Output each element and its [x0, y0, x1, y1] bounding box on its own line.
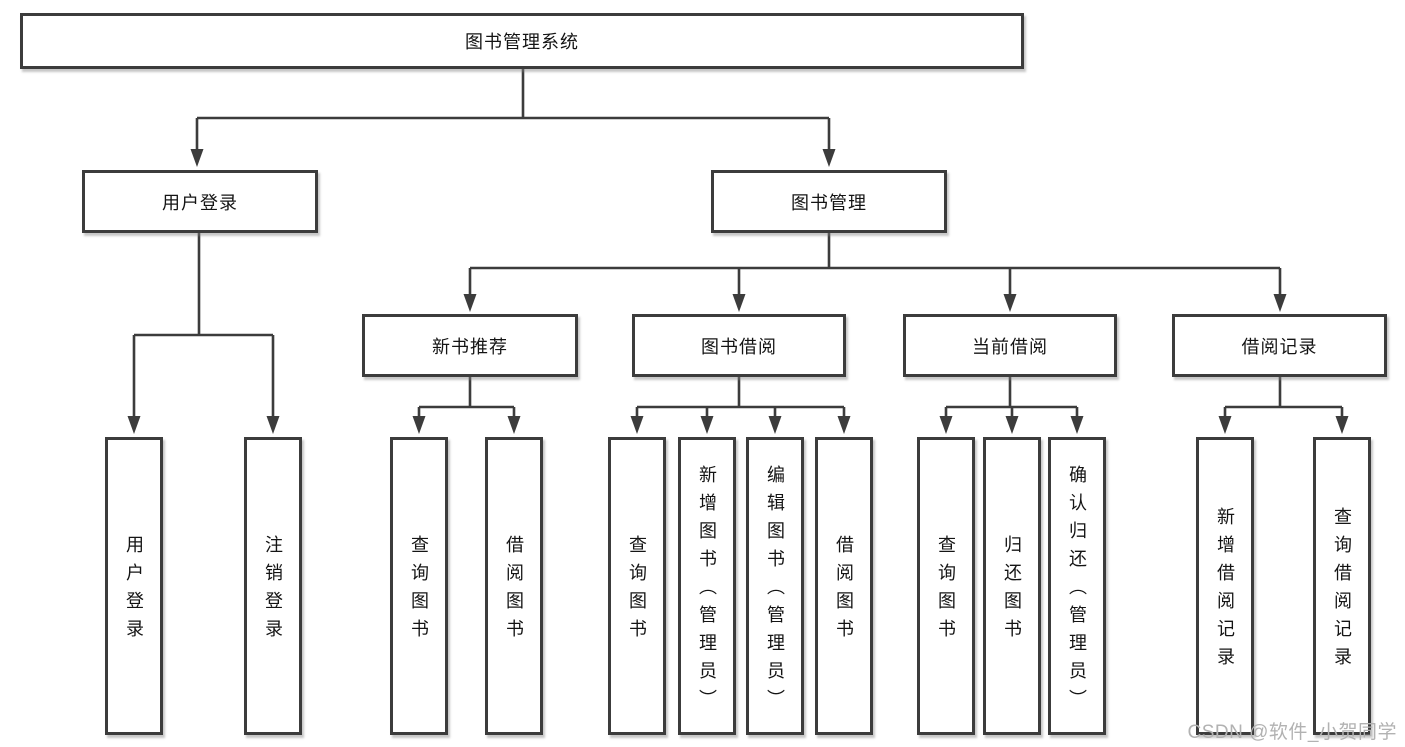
watermark-text: CSDN @软件_小贺同学: [1187, 722, 1397, 743]
connector-current-borrow-to-leaves: [944, 377, 1079, 418]
arrowheads: [127, 149, 1349, 434]
node-query-borrow-record: 查询借阅记录: [1313, 437, 1371, 735]
node-logout-action: 注销登录: [244, 437, 302, 735]
connector-book-management-to-level3: [468, 233, 1282, 296]
node-current-borrow: 当前借阅: [903, 314, 1117, 377]
connector-user-login-to-leaves: [132, 233, 275, 418]
node-borrow-books-action: 借阅图书: [815, 437, 873, 735]
node-confirm-return-admin: 确认归还（管理员）: [1048, 437, 1106, 735]
node-book-management: 图书管理: [711, 170, 947, 233]
node-user-login-action: 用户登录: [105, 437, 163, 735]
node-edit-book-admin: 编辑图书（管理员）: [746, 437, 804, 735]
node-add-borrow-record: 新增借阅记录: [1196, 437, 1254, 735]
node-borrow-records: 借阅记录: [1172, 314, 1387, 377]
connector-new-book-recommend-to-leaves: [417, 377, 516, 418]
node-add-book-admin: 新增图书（管理员）: [678, 437, 736, 735]
node-root: 图书管理系统: [20, 13, 1024, 69]
node-query-books-current: 查询图书: [917, 437, 975, 735]
node-query-books-borrow: 查询图书: [608, 437, 666, 735]
node-new-book-recommend: 新书推荐: [362, 314, 578, 377]
connector-root-to-level2: [195, 69, 831, 151]
node-book-borrow: 图书借阅: [632, 314, 846, 377]
connector-book-borrow-to-leaves: [635, 377, 846, 418]
connector-borrow-records-to-leaves: [1223, 377, 1344, 418]
node-query-books-recommend: 查询图书: [390, 437, 448, 735]
node-user-login: 用户登录: [82, 170, 318, 233]
node-borrow-books-recommend: 借阅图书: [485, 437, 543, 735]
node-return-book: 归还图书: [983, 437, 1041, 735]
